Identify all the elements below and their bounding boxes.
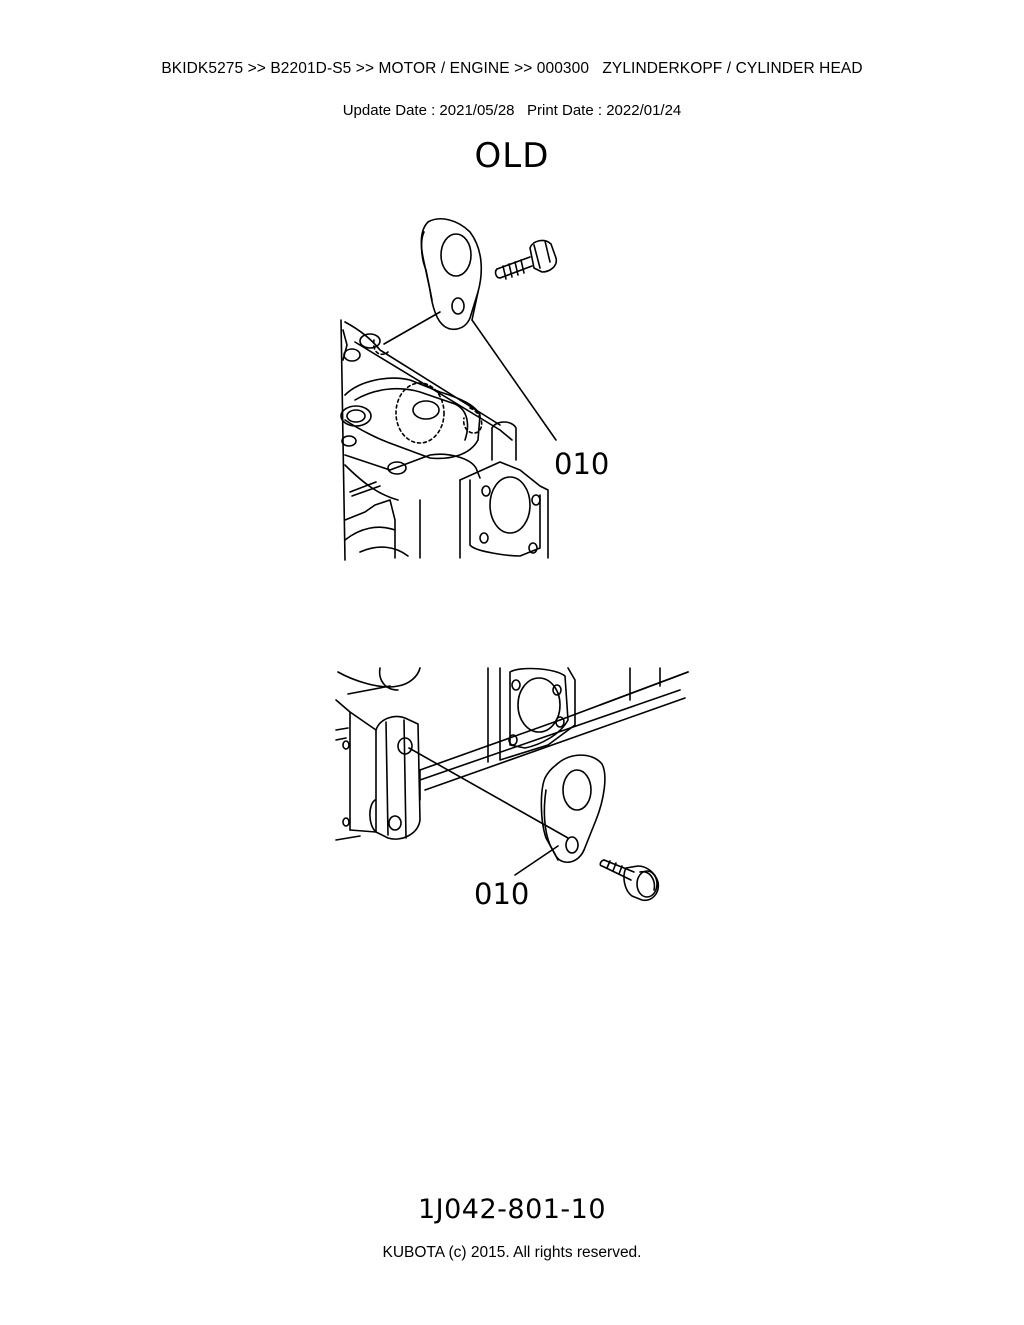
lower-assembly-line — [408, 747, 569, 839]
lower-callout-010: 010 — [474, 877, 529, 911]
upper-assembly-line — [383, 311, 441, 345]
copyright-notice: KUBOTA (c) 2015. All rights reserved. — [382, 1244, 642, 1261]
variant-label: OLD — [474, 136, 550, 176]
upper-callout-010: 010 — [554, 447, 609, 481]
illustration-part-number: 1J042-801-10 — [417, 1194, 607, 1225]
lower-cylinder-head-illustration — [334, 666, 690, 841]
update-print-dates: Update Date : 2021/05/28 Print Date : 20… — [342, 102, 682, 119]
lower-callout-leader — [514, 845, 559, 876]
upper-cylinder-head-illustration — [340, 319, 552, 562]
breadcrumb: BKIDK5275 >> B2201D-S5 >> MOTOR / ENGINE… — [161, 60, 863, 77]
lower-bolt — [599, 859, 660, 902]
lower-bracket-part-010 — [540, 754, 606, 863]
upper-bolt — [494, 239, 558, 280]
upper-callout-leader — [471, 319, 557, 441]
upper-bracket-part-010 — [420, 218, 483, 331]
